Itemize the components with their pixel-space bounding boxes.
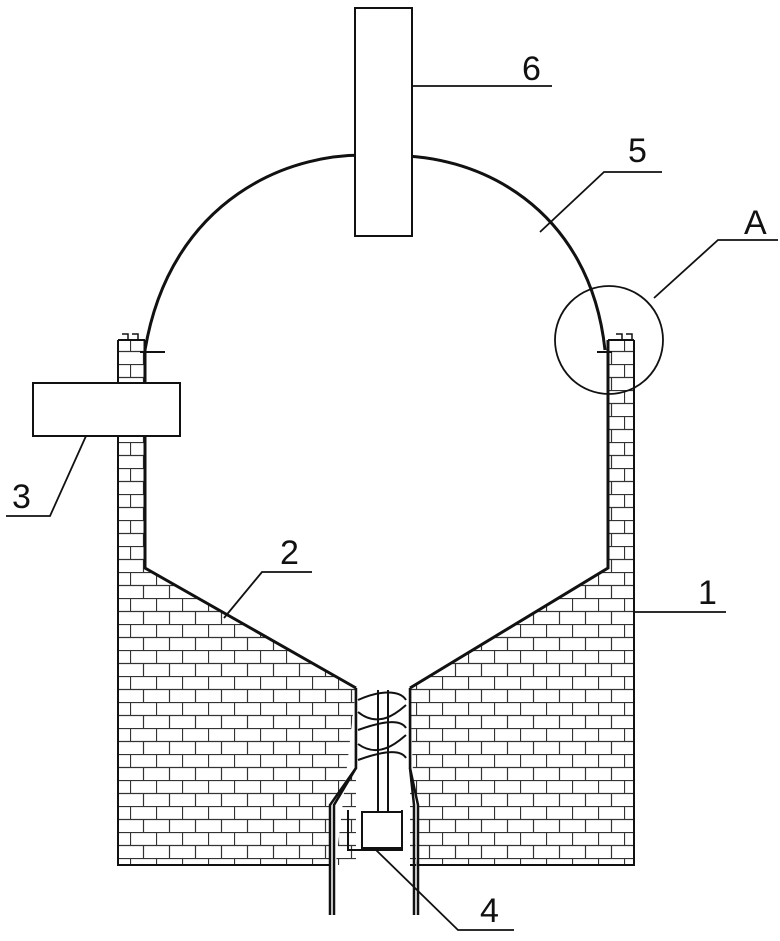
leader-lines [6,85,778,931]
detail-circle-a [554,285,664,395]
label-5: 5 [628,132,647,170]
side-inlet [32,382,181,437]
label-6: 6 [522,50,541,88]
brick-wall [117,333,635,866]
top-outlet-pipe [354,7,413,237]
label-3: 3 [12,478,31,516]
label-a: A [744,204,767,242]
label-4: 4 [480,892,499,930]
screw-conveyor [328,688,420,915]
label-1: 1 [698,574,717,612]
label-2: 2 [280,534,299,572]
